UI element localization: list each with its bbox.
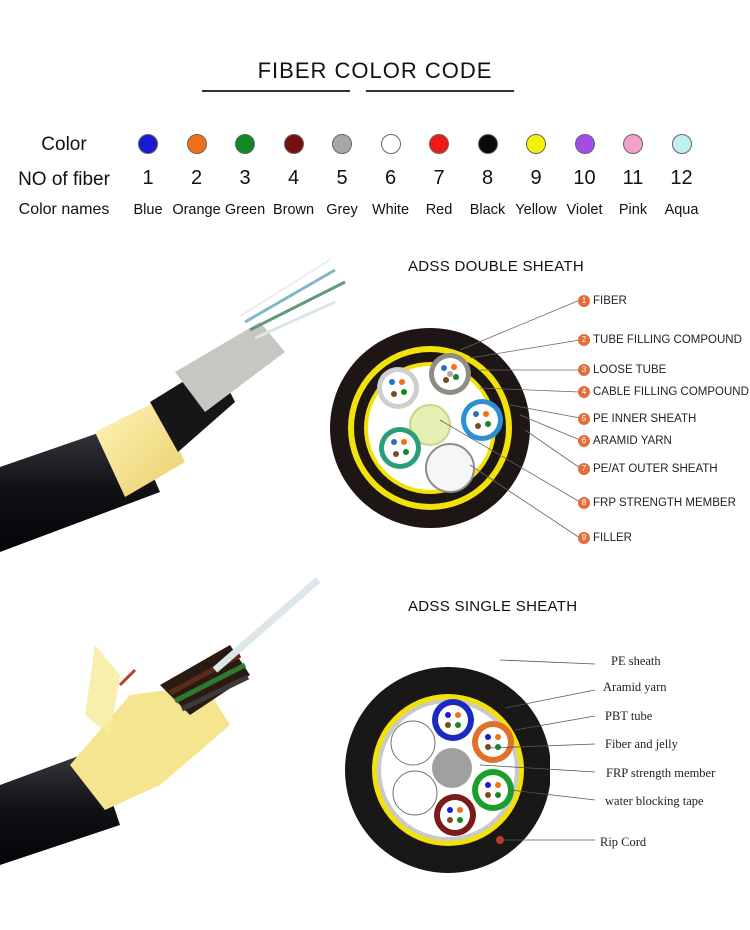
single-sheath-label: Rip Cord	[600, 835, 647, 849]
fiber-color-name: Violet	[566, 202, 603, 218]
fiber-color-swatch	[235, 134, 255, 154]
fiber-color-swatch	[332, 134, 352, 154]
single-sheath-label: PE sheath	[611, 654, 661, 668]
single-sheath-cable-photo	[0, 577, 321, 865]
single-sheath-cross-section	[345, 667, 550, 873]
fiber-color-swatch	[380, 134, 401, 154]
label-number-badge: 6	[578, 434, 590, 447]
label-number-badge: 5	[578, 412, 590, 425]
pbt-tube-blue	[432, 699, 474, 741]
fiber-color-name: Red	[425, 202, 453, 218]
fiber-number: 4	[287, 167, 300, 189]
fiber-color-swatch	[574, 134, 595, 154]
names-row-label: Color names	[18, 201, 110, 218]
label-text: FIBER	[593, 295, 627, 307]
single-sheath-label: water blocking tape	[605, 794, 704, 808]
fiber-number: 7	[433, 167, 445, 189]
fiber-color-name: Yellow	[515, 202, 557, 218]
fiber-color-swatch	[283, 134, 304, 154]
single-sheath-title: ADSS SINGLE SHEATH	[408, 598, 578, 615]
fiber-number: 6	[384, 167, 397, 189]
fiber-color-name: Brown	[272, 202, 315, 218]
double-sheath-leader-lines	[440, 299, 581, 539]
single-sheath-label: Aramid yarn	[603, 680, 667, 694]
pbt-tube-brown	[434, 794, 476, 836]
label-text: PE INNER SHEATH	[593, 413, 697, 425]
label-text: FRP STRENGTH MEMBER	[593, 497, 736, 509]
fiber-color-name: Green	[224, 202, 266, 218]
double-sheath-cross-section	[330, 328, 530, 528]
frp-rod	[432, 748, 472, 788]
loose-tube-blue	[461, 399, 503, 441]
label-number-badge: 3	[578, 363, 590, 376]
label-number-badge: 7	[578, 462, 590, 475]
label-text: TUBE FILLING COMPOUND	[593, 334, 742, 346]
label-number-badge: 2	[578, 333, 590, 346]
single-sheath-label: FRP strength member	[606, 766, 716, 780]
fiber-color-swatch	[429, 134, 449, 154]
fiber-color-swatch	[671, 134, 692, 154]
loose-tube-grey	[429, 353, 471, 395]
label-text: ARAMID YARN	[593, 435, 672, 447]
fiber-number: 3	[239, 167, 251, 189]
fiber-number: 5	[336, 167, 348, 189]
fiber-number: 11	[622, 167, 644, 189]
label-number-badge: 4	[578, 385, 590, 398]
fiber-number: 8	[481, 167, 494, 189]
double-sheath-title: ADSS DOUBLE SHEATH	[408, 258, 584, 275]
label-text: LOOSE TUBE	[593, 364, 667, 376]
fiber-number: 9	[530, 167, 542, 189]
fiber-color-name: Orange	[172, 202, 221, 218]
fiber-number: 12	[670, 167, 693, 189]
page-title: FIBER COLOR CODE	[257, 58, 493, 83]
fiber-color-swatch	[477, 134, 498, 154]
fiber-color-name: Blue	[133, 202, 163, 218]
number-row-label: NO of fiber	[18, 169, 110, 190]
single-sheath-label: PBT tube	[605, 709, 653, 723]
label-number-badge: 9	[578, 531, 590, 544]
title-rule-left	[202, 90, 350, 92]
single-sheath-leader-lines	[480, 659, 596, 841]
fiber-color-name: White	[371, 202, 410, 218]
pbt-tube-orange	[472, 721, 514, 763]
double-sheath-cable-photo	[0, 259, 346, 552]
single-sheath-label: Fiber and jelly	[605, 737, 678, 751]
fiber-color-swatch	[623, 134, 643, 154]
label-text: FILLER	[593, 532, 632, 544]
title-rule-right	[366, 90, 514, 92]
fiber-number: 10	[573, 167, 596, 189]
label-text: PE/AT OUTER SHEATH	[593, 463, 718, 475]
fiber-number: 1	[142, 167, 154, 189]
fiber-color-swatch	[138, 134, 158, 154]
label-number-badge: 8	[578, 496, 590, 509]
fiber-color-name: Aqua	[664, 202, 699, 218]
label-number-badge: 1	[578, 294, 590, 307]
pbt-tube-green	[472, 769, 514, 811]
fiber-color-name: Grey	[326, 202, 358, 218]
label-text: CABLE FILLING COMPOUND	[593, 386, 749, 398]
loose-tube-green	[379, 427, 421, 469]
fiber-number: 2	[190, 167, 203, 189]
fiber-color-name: Pink	[618, 202, 648, 218]
loose-tube-white	[377, 367, 419, 409]
fiber-color-swatch	[526, 134, 546, 154]
fiber-color-swatch	[186, 134, 207, 154]
fiber-color-name: Black	[469, 202, 506, 218]
color-row-label: Color	[41, 134, 87, 155]
